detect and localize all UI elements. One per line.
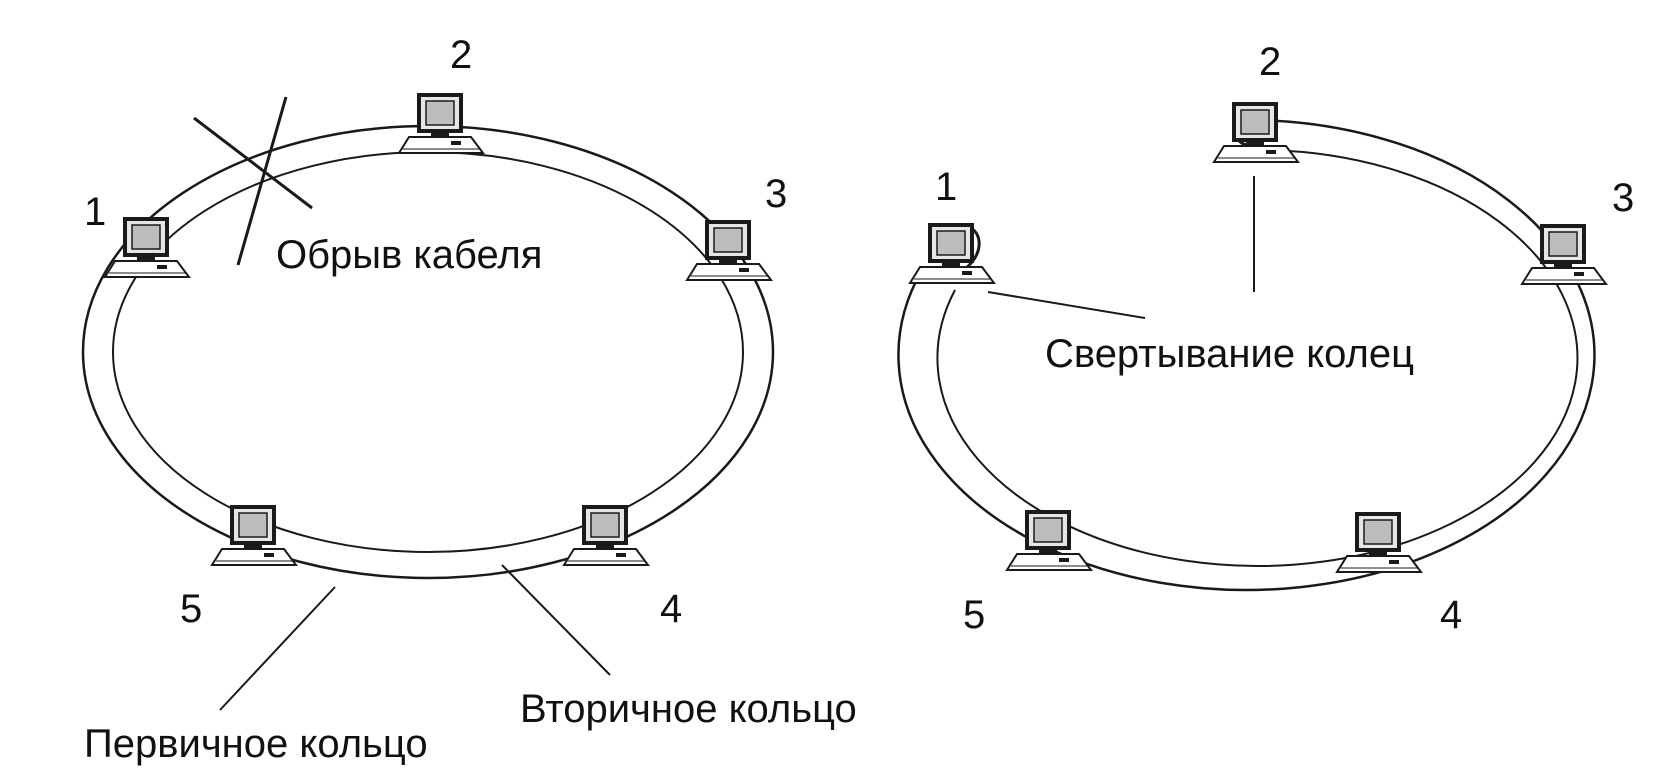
- left-node-3-label: 3: [765, 172, 787, 216]
- primary-ring-callout-line: [219, 586, 336, 711]
- computer-icon: [908, 223, 996, 285]
- left-node-5: [210, 505, 298, 567]
- right-node-2-label: 2: [1259, 40, 1281, 84]
- computer-icon: [562, 505, 650, 567]
- left-node-1: [103, 217, 191, 279]
- right-node-4-label: 4: [1440, 593, 1462, 637]
- computer-icon: [1335, 512, 1423, 574]
- right-node-5: [1005, 510, 1093, 572]
- cable-break-label: Обрыв кабеля: [276, 233, 542, 277]
- left-secondary-ring: [112, 151, 744, 553]
- right-node-3-label: 3: [1612, 176, 1634, 220]
- wrap-callout-line-1: [987, 291, 1146, 319]
- right-inner-ring: [936, 149, 1579, 567]
- left-node-4: [562, 505, 650, 567]
- right-node-5-label: 5: [963, 593, 985, 637]
- left-node-1-label: 1: [84, 190, 106, 234]
- left-node-5-label: 5: [180, 587, 202, 631]
- secondary-ring-label: Вторичное кольцо: [520, 687, 857, 731]
- left-node-4-label: 4: [660, 587, 682, 631]
- computer-icon: [210, 505, 298, 567]
- left-diagram: 1 2 3 4 5 Обрыв кабеля Первичное кольцо …: [81, 33, 857, 766]
- cable-break-cross: [193, 96, 313, 266]
- ring-wrap-label: Свертывание колец: [1045, 332, 1414, 376]
- right-node-1: [908, 223, 996, 285]
- left-primary-ring: [81, 124, 775, 580]
- computer-icon: [103, 217, 191, 279]
- computer-icon: [1005, 510, 1093, 572]
- right-node-4: [1335, 512, 1423, 574]
- computer-icon: [1212, 102, 1300, 164]
- right-outer-ring: [897, 118, 1596, 592]
- right-node-2: [1212, 102, 1300, 164]
- right-diagram: 1 2 3 4 5 Свертывание колец: [897, 40, 1634, 637]
- secondary-ring-callout-line: [501, 564, 611, 676]
- computer-icon: [397, 93, 485, 155]
- right-node-1-label: 1: [935, 165, 957, 209]
- primary-ring-label: Первичное кольцо: [84, 722, 428, 766]
- left-node-2: [397, 93, 485, 155]
- left-node-2-label: 2: [450, 33, 472, 77]
